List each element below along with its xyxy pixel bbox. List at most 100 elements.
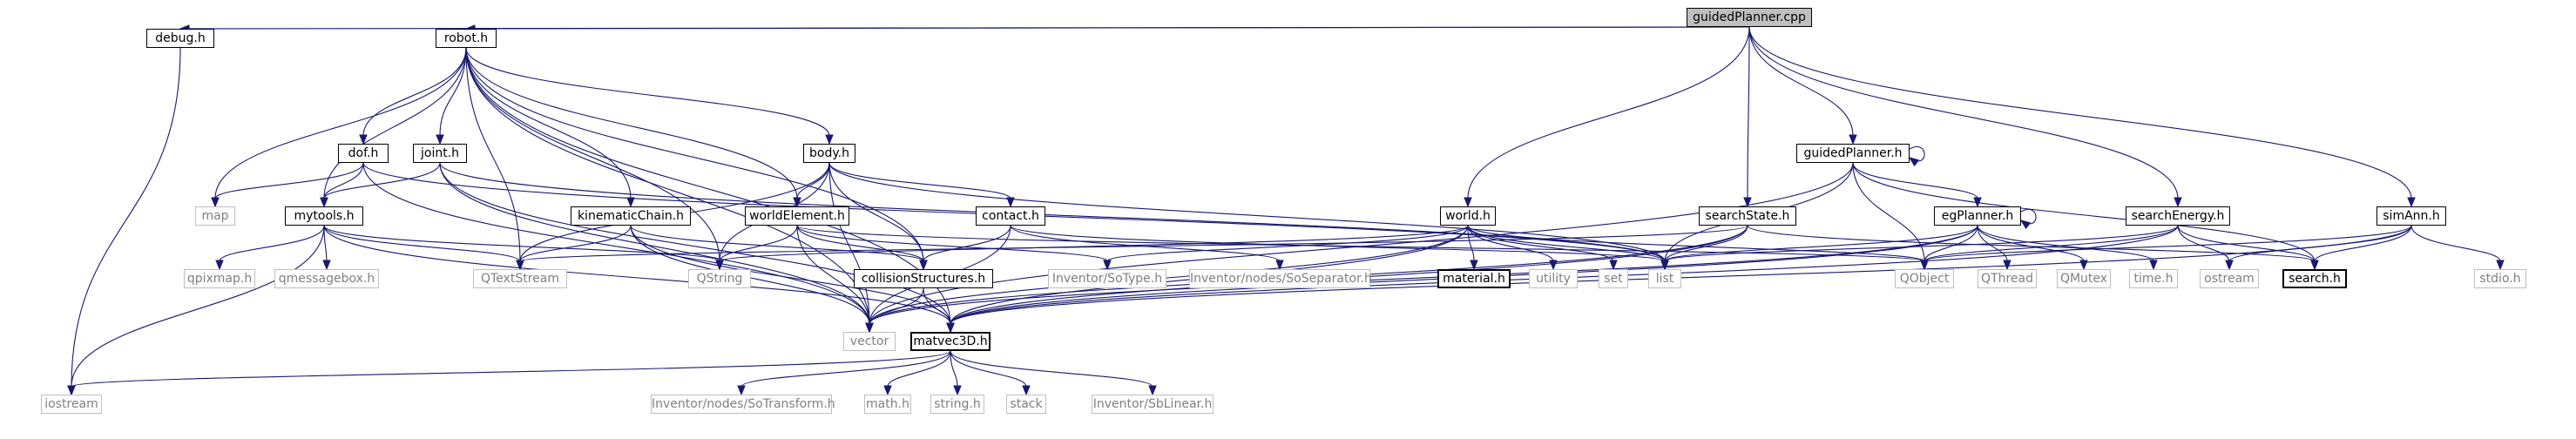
edge-matvec3d-h-to-stack xyxy=(950,350,1031,396)
node-math-h[interactable]: math.h xyxy=(864,395,911,414)
edge-matvec3d-h-to-math-h xyxy=(883,350,951,396)
node-iostream[interactable]: iostream xyxy=(41,395,102,414)
edge-body-h-to-worldelement-h xyxy=(793,162,830,208)
edge-simann-h-to-stdio-h xyxy=(2410,225,2505,271)
edge-world-h-to-material-h xyxy=(1467,225,1478,271)
edge-searchenergy-h-to-list xyxy=(1660,225,2179,271)
edge-world-h-to-inventor-sotype-h xyxy=(1103,225,1469,271)
node-inventor-sotype-h[interactable]: Inventor/SoType.h xyxy=(1048,269,1166,288)
edge-guidedplanner-h-to-search-h xyxy=(1852,162,2319,271)
node-mytools-h[interactable]: mytools.h xyxy=(285,206,363,226)
node-material-h[interactable]: material.h xyxy=(1437,269,1511,288)
edge-robot-h-to-vector xyxy=(465,47,874,334)
node-qmessagebox-h[interactable]: qmessagebox.h xyxy=(274,269,379,288)
edge-simann-h-to-qobject xyxy=(1920,225,2412,271)
edge-world-h-to-qstring xyxy=(715,225,1469,271)
node-inventor-nodes-soseparator-h[interactable]: Inventor/nodes/SoSeparator.h xyxy=(1189,269,1372,288)
node-collisionstructures-h[interactable]: collisionStructures.h xyxy=(854,269,993,288)
node-search-h[interactable]: search.h xyxy=(2282,269,2347,288)
edge-robot-h-to-mytools-h xyxy=(320,47,467,208)
edge-contact-h-to-collisionstructures-h xyxy=(919,225,1011,271)
edge-guidedplanner-cpp-to-robot-h xyxy=(464,24,1750,33)
node-set[interactable]: set xyxy=(1599,269,1628,288)
edge-egplanner-h-to-egplanner-h xyxy=(2019,209,2037,230)
edge-searchstate-h-to-qtextstream xyxy=(516,225,1748,271)
node-qobject[interactable]: QObject xyxy=(1895,269,1954,288)
edge-robot-h-to-matvec3d-h xyxy=(465,47,955,334)
edge-robot-h-to-body-h xyxy=(465,47,834,145)
edge-egplanner-h-to-time-h xyxy=(1977,225,2158,271)
edge-simann-h-to-search-h xyxy=(2310,225,2412,271)
node-guidedplanner-h[interactable]: guidedPlanner.h xyxy=(1796,144,1910,163)
edge-matvec3d-h-to-string-h xyxy=(950,350,962,396)
node-time-h[interactable]: time.h xyxy=(2129,269,2178,288)
edge-robot-h-to-map xyxy=(211,47,467,208)
edge-guidedplanner-h-to-guidedplanner-h xyxy=(1908,146,1925,167)
node-egplanner-h[interactable]: egPlanner.h xyxy=(1934,206,2021,226)
edge-mytools-h-to-qstring xyxy=(323,225,724,271)
node-inventor-nodes-sotransform-h[interactable]: Inventor/nodes/SoTransform.h xyxy=(651,395,835,414)
edge-robot-h-to-worldelement-h xyxy=(465,47,801,208)
edge-guidedplanner-cpp-to-world-h xyxy=(1464,26,1750,208)
edge-egplanner-h-to-qobject xyxy=(1920,225,1978,271)
edge-dof-h-to-map xyxy=(211,162,364,208)
node-searchenergy-h[interactable]: searchEnergy.h xyxy=(2126,206,2230,226)
node-dof-h[interactable]: dof.h xyxy=(338,144,389,163)
edge-world-h-to-set xyxy=(1467,225,1618,271)
node-qmutex[interactable]: QMutex xyxy=(2057,269,2111,288)
node-debug-h[interactable]: debug.h xyxy=(146,29,214,48)
edge-worldelement-h-to-qstring xyxy=(715,225,798,271)
edge-world-h-to-qobject xyxy=(1467,225,1929,271)
node-ostream[interactable]: ostream xyxy=(2200,269,2259,288)
node-qpixmap-h[interactable]: qpixmap.h xyxy=(184,269,255,288)
node-map[interactable]: map xyxy=(195,206,235,226)
edge-kinematicchain-h-to-collisionstructures-h xyxy=(630,225,928,271)
node-qthread[interactable]: QThread xyxy=(1978,269,2037,288)
edge-searchenergy-h-to-ostream xyxy=(2177,225,2234,271)
node-kinematicchain-h[interactable]: kinematicChain.h xyxy=(571,206,691,226)
node-robot-h[interactable]: robot.h xyxy=(436,29,497,48)
dependency-edges xyxy=(67,24,2505,396)
edge-mytools-h-to-qmessagebox-h xyxy=(322,225,331,271)
node-body-h[interactable]: body.h xyxy=(803,144,855,163)
node-world-h[interactable]: world.h xyxy=(1440,206,1496,226)
node-joint-h[interactable]: joint.h xyxy=(413,144,467,163)
edge-guidedplanner-cpp-to-debug-h xyxy=(179,24,1750,33)
node-string-h[interactable]: string.h xyxy=(930,395,984,414)
edge-guidedplanner-cpp-to-searchenergy-h xyxy=(1748,26,2182,208)
edge-mytools-h-to-qtextstream xyxy=(323,225,524,271)
edge-matvec3d-h-to-inventor-nodes-sotransform-h xyxy=(737,350,951,396)
edge-robot-h-to-joint-h xyxy=(436,47,467,145)
node-stdio-h[interactable]: stdio.h xyxy=(2474,269,2526,288)
node-vector[interactable]: vector xyxy=(843,332,896,351)
node-qtextstream[interactable]: QTextStream xyxy=(473,269,567,288)
node-contact-h[interactable]: contact.h xyxy=(976,206,1045,226)
edge-robot-h-to-kinematicchain-h xyxy=(465,47,635,208)
node-stack[interactable]: stack xyxy=(1006,395,1046,414)
edge-matvec3d-h-to-iostream xyxy=(67,350,951,396)
edge-guidedplanner-cpp-to-searchstate-h xyxy=(1743,26,1752,208)
node-inventor-sblinear-h[interactable]: Inventor/SbLinear.h xyxy=(1092,395,1214,414)
edge-robot-h-to-collisionstructures-h xyxy=(465,47,928,271)
edge-body-h-to-contact-h xyxy=(828,162,1015,208)
edge-joint-h-to-matvec3d-h xyxy=(439,162,955,334)
edge-matvec3d-h-to-inventor-sblinear-h xyxy=(950,350,1157,396)
node-searchstate-h[interactable]: searchState.h xyxy=(1699,206,1796,226)
edge-debug-h-to-iostream xyxy=(67,47,181,396)
node-simann-h[interactable]: simAnn.h xyxy=(2377,206,2446,226)
edge-guidedplanner-cpp-to-simann-h xyxy=(1748,26,2416,208)
node-matvec3d-h[interactable]: matvec3D.h xyxy=(910,332,991,351)
edge-joint-h-to-vector xyxy=(439,162,874,334)
edge-robot-h-to-dof-h xyxy=(359,47,467,145)
edge-egplanner-h-to-qthread xyxy=(1977,225,2011,271)
node-guidedplanner-cpp[interactable]: guidedPlanner.cpp xyxy=(1687,8,1812,27)
edge-joint-h-to-mytools-h xyxy=(320,162,441,208)
edge-mytools-h-to-qpixmap-h xyxy=(215,225,325,271)
node-utility[interactable]: utility xyxy=(1529,269,1578,288)
node-qstring[interactable]: QString xyxy=(688,269,751,288)
edge-guidedplanner-cpp-to-guidedplanner-h xyxy=(1748,26,1857,145)
node-worldelement-h[interactable]: worldElement.h xyxy=(745,206,849,226)
edge-robot-h-to-qstring xyxy=(465,47,724,271)
node-list[interactable]: list xyxy=(1648,269,1681,288)
